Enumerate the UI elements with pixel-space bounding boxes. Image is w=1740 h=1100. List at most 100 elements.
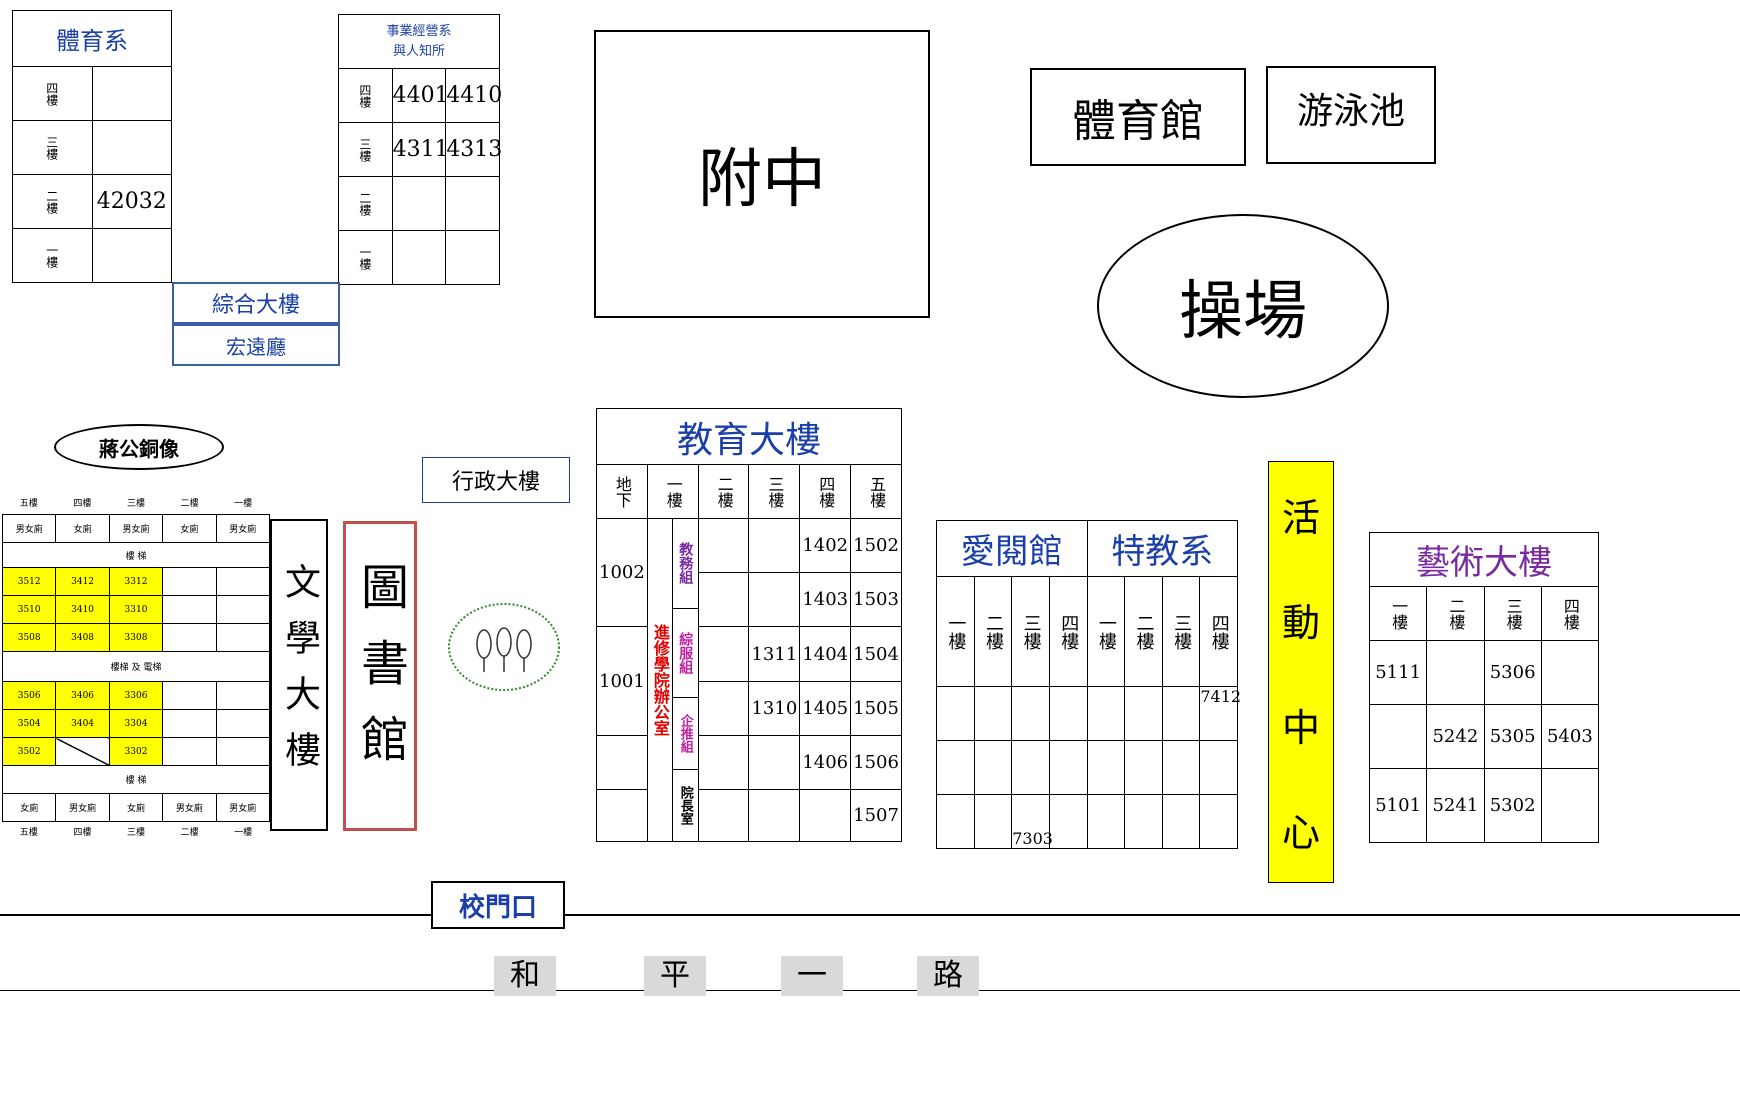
academic-affairs: 教務組 <box>677 542 694 585</box>
floor-label: 三樓 <box>338 122 393 177</box>
fuzhong-building: 附中 <box>594 30 930 318</box>
room-cell: 42032 <box>91 174 172 229</box>
room-cell <box>748 518 801 573</box>
floor-header: 五樓 <box>850 464 902 519</box>
floor-header: 一樓 <box>936 576 975 687</box>
activity-char: 心 <box>1281 811 1320 855</box>
floor-header: 二樓 <box>1124 576 1163 687</box>
art-title: 藝術大樓 <box>1369 532 1599 587</box>
pe-dept-title: 體育系 <box>12 10 172 67</box>
general-services: 綜服組 <box>672 607 698 698</box>
room-cell: 1002 <box>596 518 648 627</box>
room-cell: 5111 <box>1369 640 1428 705</box>
top-floor-labels: 五樓 四樓 三樓 二樓 一樓 <box>2 496 270 514</box>
room-cell: 1504 <box>850 626 902 682</box>
room-cell: 7412 <box>1199 686 1241 741</box>
art-building: 藝術大樓 一樓 二樓 三樓 四樓 5111 5306 5242 5305 540… <box>1369 532 1740 852</box>
floor-header: 三樓 <box>1161 576 1201 687</box>
room-cell: 1403 <box>799 572 852 627</box>
room-cell <box>391 230 447 285</box>
stairs-row: 樓 梯 <box>2 765 270 794</box>
floor-label: 五樓 <box>19 499 38 509</box>
chiang-statue: 蔣公銅像 <box>54 424 224 470</box>
restroom-cell: 男女廁 <box>108 514 164 543</box>
continuing-ed-office: 進修學院辦公室 <box>650 624 670 736</box>
room-cell <box>391 176 447 231</box>
room-cell: 3508 <box>1 623 57 652</box>
floor-label: 五樓 <box>19 827 38 838</box>
road-line <box>0 990 1740 991</box>
floor-label: 二樓 <box>180 499 199 509</box>
room-cell: 3410 <box>55 595 110 624</box>
special-ed-title: 特教系 <box>1086 520 1238 577</box>
elevator-row: 樓梯 及 電梯 <box>2 651 270 682</box>
library: 圖書館 <box>343 521 417 831</box>
room-cell: 3408 <box>55 623 110 652</box>
first-floor-cell: 進修學院辦公室 教務組 綜服組 企推組 院長室 <box>646 518 699 842</box>
floor-label: 二樓 <box>12 174 93 229</box>
room-cell: 5241 <box>1426 768 1485 843</box>
room-cell: 5242 <box>1426 704 1485 769</box>
restroom-cell: 男女廁 <box>55 793 110 822</box>
room-cell: 4311 <box>391 122 449 177</box>
room-cell: 3310 <box>108 595 164 624</box>
road-char: 路 <box>917 956 979 996</box>
room-cell: 1310 <box>748 681 801 736</box>
room-cell: 3512 <box>1 567 57 596</box>
education-building: 教育大樓 地下 一樓 二樓 三樓 四樓 五樓 1002 進修學院辦公室 教務組 … <box>596 408 902 842</box>
floor-header: 三樓 <box>748 464 801 519</box>
restroom-cell: 女廁 <box>1 793 57 822</box>
restroom-cell: 男女廁 <box>215 514 271 543</box>
business-dept-title-1: 事業經營系 <box>386 23 452 39</box>
activity-center: 活 動 中 心 <box>1268 461 1334 883</box>
room-cell: 1502 <box>850 518 902 573</box>
restroom-cell: 男女廁 <box>162 793 217 822</box>
room-cell: 1505 <box>850 681 902 736</box>
room-cell: 1503 <box>850 572 902 627</box>
floor-label: 二樓 <box>338 176 393 231</box>
floor-header: 三樓 <box>1011 576 1050 687</box>
bottom-floor-labels: 五樓 四樓 三樓 二樓 一樓 <box>2 822 270 840</box>
admin-building: 行政大樓 <box>422 457 570 503</box>
room-cell <box>748 735 801 790</box>
restroom-cell: 男女廁 <box>1 514 57 543</box>
floor-label: 四樓 <box>338 68 393 123</box>
road-char: 平 <box>644 956 706 996</box>
floor-label: 一樓 <box>12 228 93 283</box>
room-cell: 5305 <box>1483 704 1542 769</box>
room-cell: 3404 <box>55 709 110 738</box>
aiyue-title: 愛閱館 <box>936 520 1088 577</box>
activity-char: 中 <box>1281 706 1320 750</box>
floor-header: 四樓 <box>1199 576 1238 687</box>
floor-label: 三樓 <box>12 120 93 175</box>
general-building: 綜合大樓 <box>172 282 340 324</box>
restroom-cell: 女廁 <box>55 514 110 543</box>
room-cell: 3412 <box>55 567 110 596</box>
room-cell <box>91 120 172 175</box>
education-title: 教育大樓 <box>596 408 902 465</box>
room-cell: 1404 <box>799 626 852 682</box>
floor-label: 一樓 <box>234 499 253 509</box>
room-cell: 1507 <box>850 789 902 842</box>
diagonal-cell <box>55 737 110 766</box>
room-cell: 1402 <box>799 518 852 573</box>
room-cell: 3302 <box>108 737 164 766</box>
aiyue-table: 愛閱館 特教系 一樓 二樓 三樓 四樓 一樓 二樓 三樓 四樓 7412 730… <box>936 520 1241 849</box>
floor-header: 一樓 <box>646 464 699 519</box>
room-cell <box>748 789 801 842</box>
floor-label: 一樓 <box>234 827 253 838</box>
room-cell: 3506 <box>1 681 57 710</box>
floor-label: 四樓 <box>12 66 93 121</box>
restroom-cell: 女廁 <box>162 514 217 543</box>
room-cell: 1311 <box>748 626 801 682</box>
floor-header: 二樓 <box>697 464 750 519</box>
room-cell: 4410 <box>445 68 502 123</box>
floor-header: 一樓 <box>1369 586 1428 641</box>
room-cell: 3504 <box>1 709 57 738</box>
aiyue-special-ed-building: 愛閱館 特教系 一樓 二樓 三樓 四樓 一樓 二樓 三樓 四樓 7412 730… <box>936 520 1241 849</box>
floor-header: 四樓 <box>1048 576 1088 687</box>
floor-label: 四樓 <box>73 827 92 838</box>
